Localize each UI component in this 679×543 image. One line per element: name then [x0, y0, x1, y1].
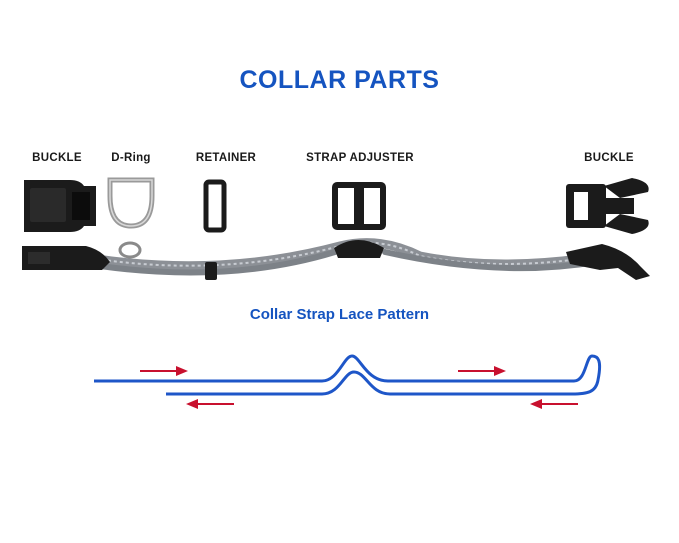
- lace-direction-arrow-left-1: [186, 399, 234, 409]
- part-label-buckle-left: BUCKLE: [32, 152, 82, 164]
- retainer-icon: [203, 179, 227, 233]
- lace-direction-arrow-right-2: [458, 366, 506, 376]
- buckle-left-icon: [24, 180, 96, 232]
- page-title: COLLAR PARTS: [239, 66, 440, 94]
- lace-direction-arrow-left-2: [530, 399, 578, 409]
- lace-pattern-title: Collar Strap Lace Pattern: [249, 306, 430, 323]
- buckle-right-icon: [566, 178, 649, 234]
- part-label-retainer: RETAINER: [195, 152, 257, 164]
- strap-adjuster-icon: [332, 182, 386, 230]
- d-ring-icon: [107, 177, 155, 229]
- part-label-buckle-right: BUCKLE: [584, 152, 634, 164]
- lace-pattern-diagram: [94, 354, 602, 396]
- part-label-strap-adjuster: STRAP ADJUSTER: [306, 152, 414, 164]
- lace-path-line: [94, 354, 602, 396]
- part-label-d-ring: D-Ring: [111, 152, 151, 164]
- lace-direction-arrow-right-1: [140, 366, 188, 376]
- assembled-collar-strap: [22, 238, 650, 280]
